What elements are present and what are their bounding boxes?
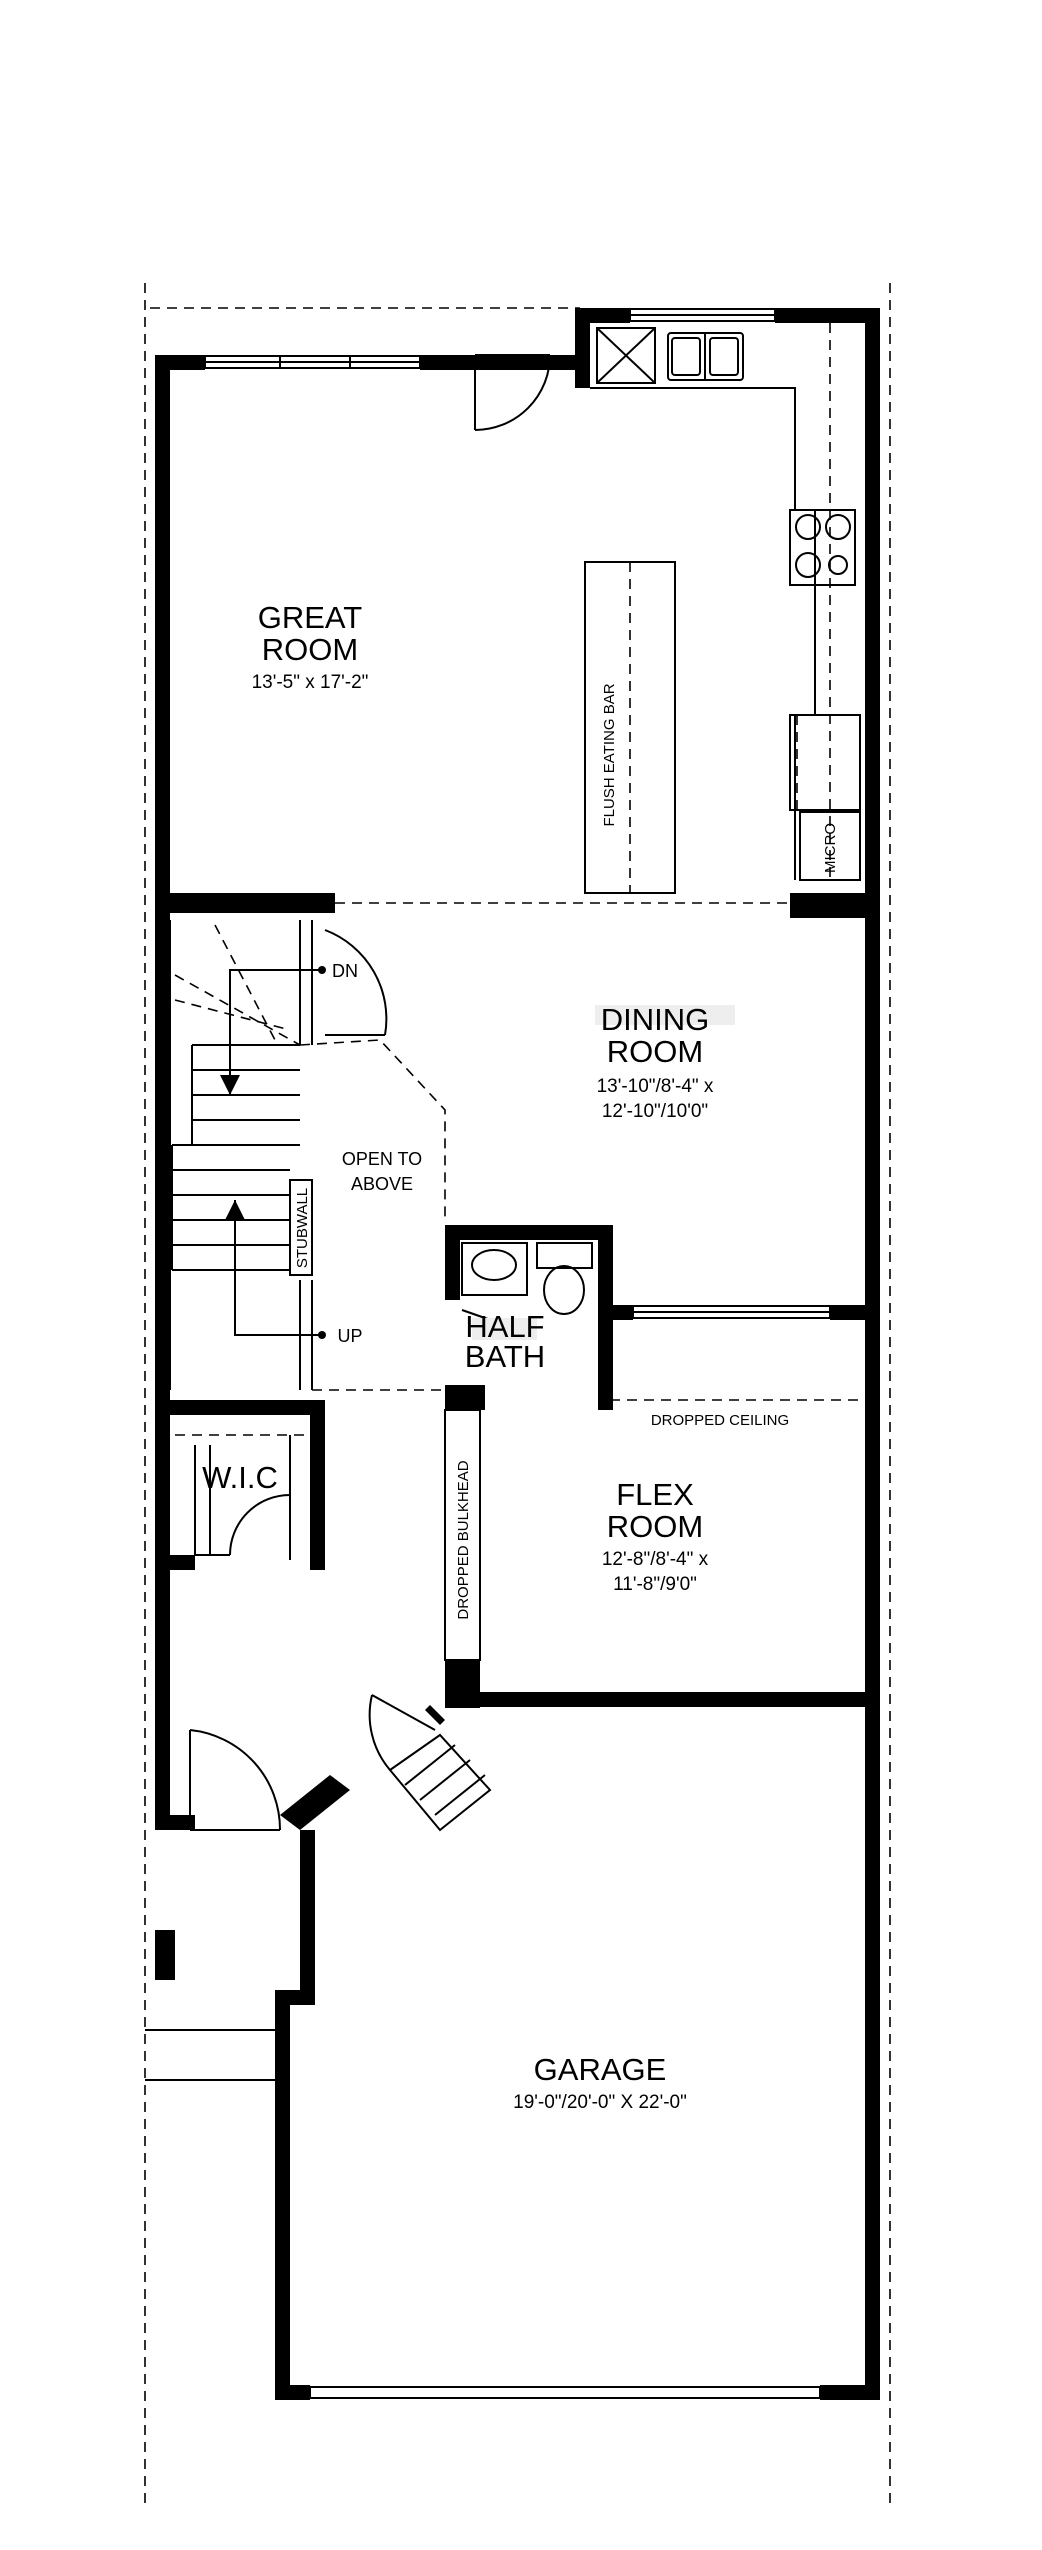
dropped-bulkhead-box: [444, 1409, 481, 1661]
kitchen-counter: [590, 323, 861, 881]
lot-lines: [144, 283, 891, 2510]
open-to-above-outline: [299, 1039, 446, 1220]
walls: [155, 308, 880, 2400]
wic-details: [175, 1434, 310, 1560]
dining-room-dims-1: 13'-10"/8'-4" x: [597, 1076, 714, 1097]
flex-room-dims-1: 12'-8"/8'-4" x: [602, 1549, 709, 1570]
open-to-above-1: OPEN TO: [342, 1149, 422, 1169]
dn-label: DN: [332, 961, 358, 981]
entry-doors: [189, 1694, 492, 1832]
dining-room-dims-2: 12'-10"/10'0": [602, 1101, 708, 1122]
windows: [204, 308, 831, 2399]
flex-room-name-2: ROOM: [607, 1509, 703, 1544]
stubwall-label: STUBWALL: [294, 1188, 311, 1268]
flex-room-dims-2: 11'-8"/9'0": [613, 1574, 697, 1595]
micro-label: MICRO: [822, 823, 839, 873]
half-bath-name-1: HALF: [465, 1309, 544, 1344]
dropped-ceiling-label: DROPPED CEILING: [651, 1412, 789, 1429]
up-label: UP: [337, 1326, 362, 1346]
great-room-dims: 13'-5" x 17'-2": [252, 672, 369, 693]
dining-room-name-2: ROOM: [607, 1034, 703, 1069]
garage-name: GARAGE: [534, 2052, 667, 2087]
half-bath-name-2: BATH: [465, 1339, 545, 1374]
flush-eating-bar-label: FLUSH EATING BAR: [601, 683, 618, 826]
great-room-door: [474, 354, 551, 431]
half-bath-fixtures: [461, 1242, 593, 1326]
wic-label: W.I.C: [202, 1460, 278, 1495]
labels: GREAT ROOM 13'-5" x 17'-2" FLUSH EATING …: [202, 600, 839, 2113]
great-room-name-1: GREAT: [258, 600, 363, 635]
flex-room-name-1: FLEX: [616, 1477, 694, 1512]
dropped-bulkhead-label: DROPPED BULKHEAD: [455, 1460, 472, 1619]
porch: [145, 2029, 275, 2081]
great-room-name-2: ROOM: [262, 632, 358, 667]
dining-room-name-1: DINING: [601, 1002, 710, 1037]
garage-dims: 19'-0"/20'-0" X 22'-0": [513, 2092, 687, 2113]
eating-bar: [584, 561, 676, 894]
open-to-above-2: ABOVE: [351, 1174, 413, 1194]
staircase: [169, 920, 388, 1390]
